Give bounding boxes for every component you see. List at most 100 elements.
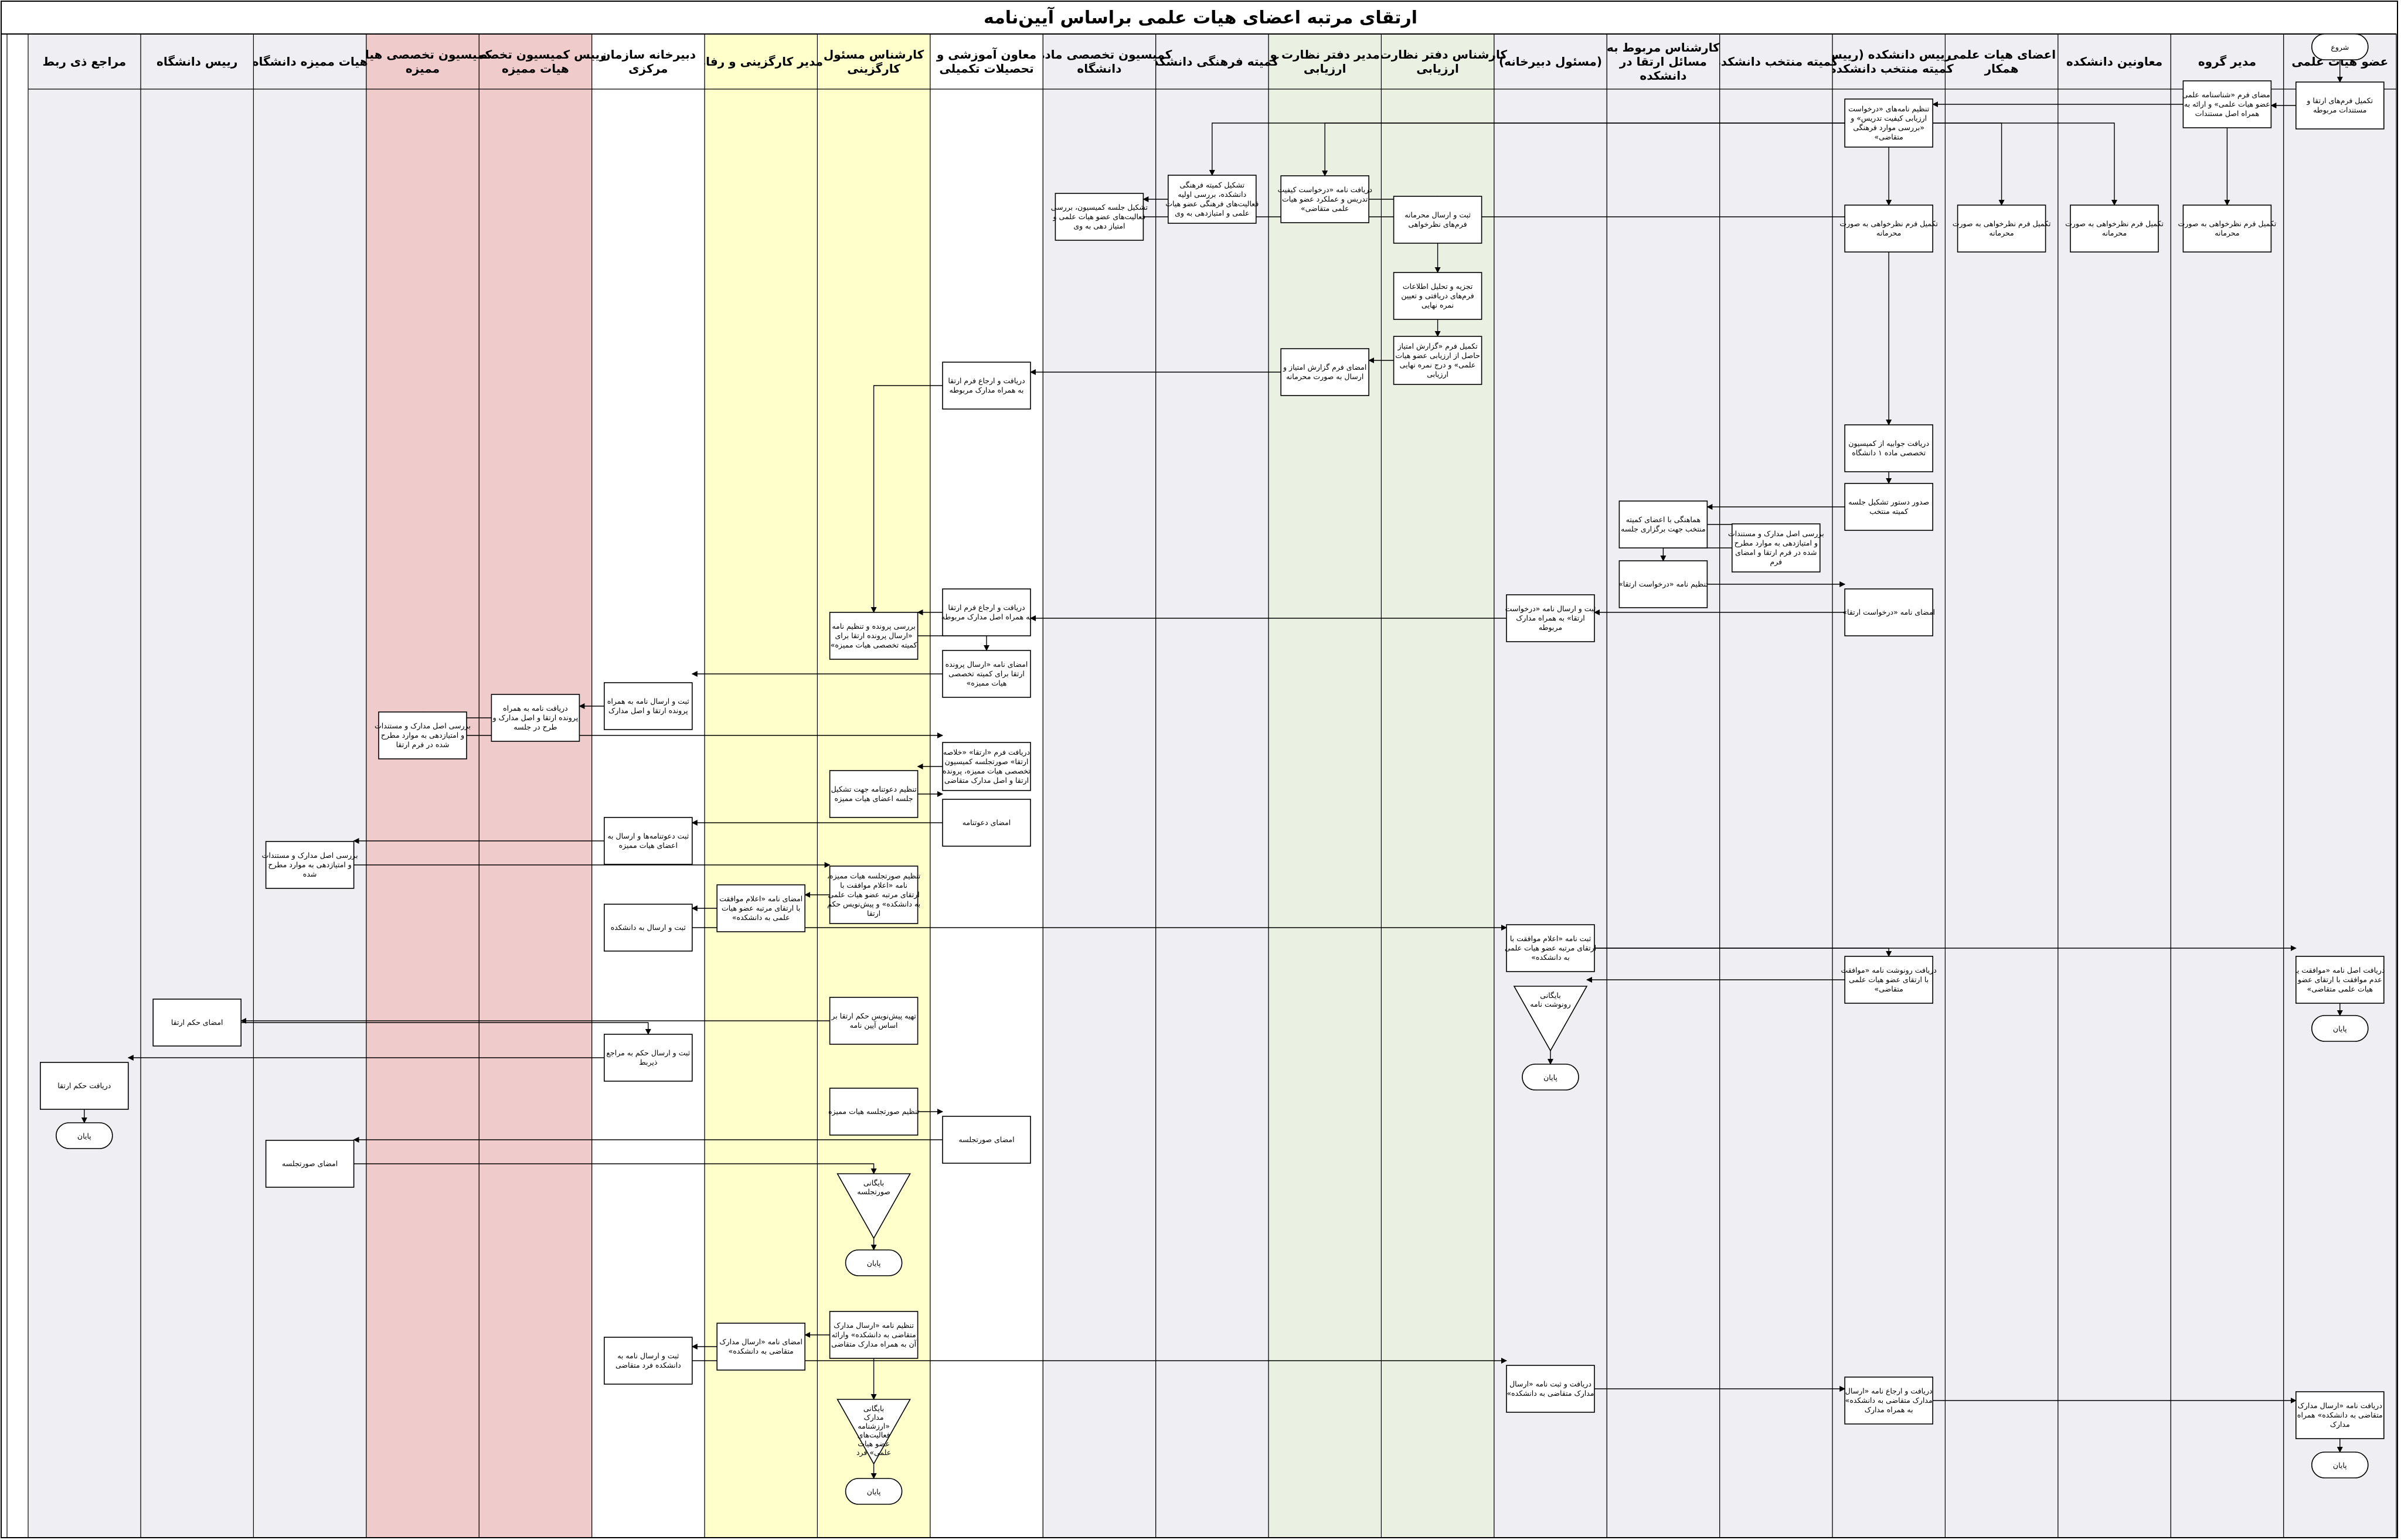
process-rect	[942, 1116, 1031, 1164]
connector	[1933, 122, 2005, 206]
connector	[870, 385, 943, 613]
terminal-shape	[845, 1478, 903, 1505]
process-box: تنظیم صورتجلسه هیات ممیزه،نامه «اعلام مو…	[827, 866, 921, 924]
lane-l6: کمیته منتخب دانشکده	[1714, 33, 1838, 1538]
process-label: امضای صورتجلسه	[282, 1159, 338, 1168]
process-rect	[1506, 1365, 1595, 1413]
process-rect	[942, 799, 1031, 847]
lane-body	[1042, 88, 1157, 1538]
lane-title: هیات ممیزه دانشگاه	[252, 54, 368, 69]
process-label: امضای صورتجلسه	[958, 1135, 1014, 1144]
process-rect	[942, 362, 1031, 410]
process-rect	[1844, 588, 1933, 636]
lane-l21: مراجع ذی ربط	[27, 33, 141, 1538]
process-rect	[829, 997, 919, 1045]
process-rect	[604, 1337, 693, 1385]
connector	[241, 1022, 651, 1035]
process-label: بررسی پرونده و تنظیم نامه«ارسال پرونده ا…	[831, 622, 917, 650]
process-rect	[716, 884, 805, 932]
lane-header	[1944, 33, 2059, 90]
lane-header	[1380, 33, 1495, 90]
terminal-label: پایان	[867, 1259, 881, 1268]
process-rect	[1844, 483, 1933, 531]
connector	[1594, 948, 1892, 957]
lane-title: معاونین دانشکده	[2066, 54, 2162, 69]
terminal-label: پایان	[867, 1487, 881, 1496]
process-rect	[942, 742, 1031, 791]
terminal-shape	[845, 1249, 903, 1276]
archive-triangle	[836, 1173, 911, 1239]
process-rect	[604, 904, 693, 952]
process-rect	[1957, 205, 2046, 253]
process-rect	[942, 650, 1031, 698]
process-box: تنظیم صورتجلسه هیات ممیزه	[828, 1088, 920, 1136]
terminal-node: پایان	[845, 1249, 903, 1276]
lane-title: مدیر کارگزینی و رفاه	[699, 54, 823, 69]
process-rect	[1618, 560, 1708, 608]
lane-header	[930, 33, 1043, 90]
lane-header	[704, 33, 818, 90]
process-rect	[1844, 1377, 1933, 1425]
process-box: دریافت حکم ارتقا	[40, 1062, 129, 1110]
process-rect	[265, 841, 355, 889]
terminal-node: پایان	[2311, 1015, 2369, 1042]
terminal-shape	[1522, 1064, 1579, 1091]
terminal-node: پایان	[56, 1122, 113, 1149]
lane-body	[2057, 88, 2171, 1538]
lane-title: رییس دانشگاه	[157, 54, 237, 69]
archive-triangle	[836, 1399, 911, 1465]
lane-l15: مدیر کارگزینی و رفاه	[699, 33, 823, 1538]
process-rect	[1393, 196, 1482, 244]
process-rect	[2295, 956, 2385, 1004]
terminal-node: پایان	[2311, 1452, 2369, 1478]
lane-body	[27, 88, 141, 1538]
lane-title: مراجع ذی ربط	[42, 54, 126, 69]
terminal-node: پایان	[845, 1478, 903, 1505]
lane-body	[1606, 88, 1720, 1538]
lane-header	[1042, 33, 1157, 90]
lane-body	[2283, 88, 2397, 1538]
